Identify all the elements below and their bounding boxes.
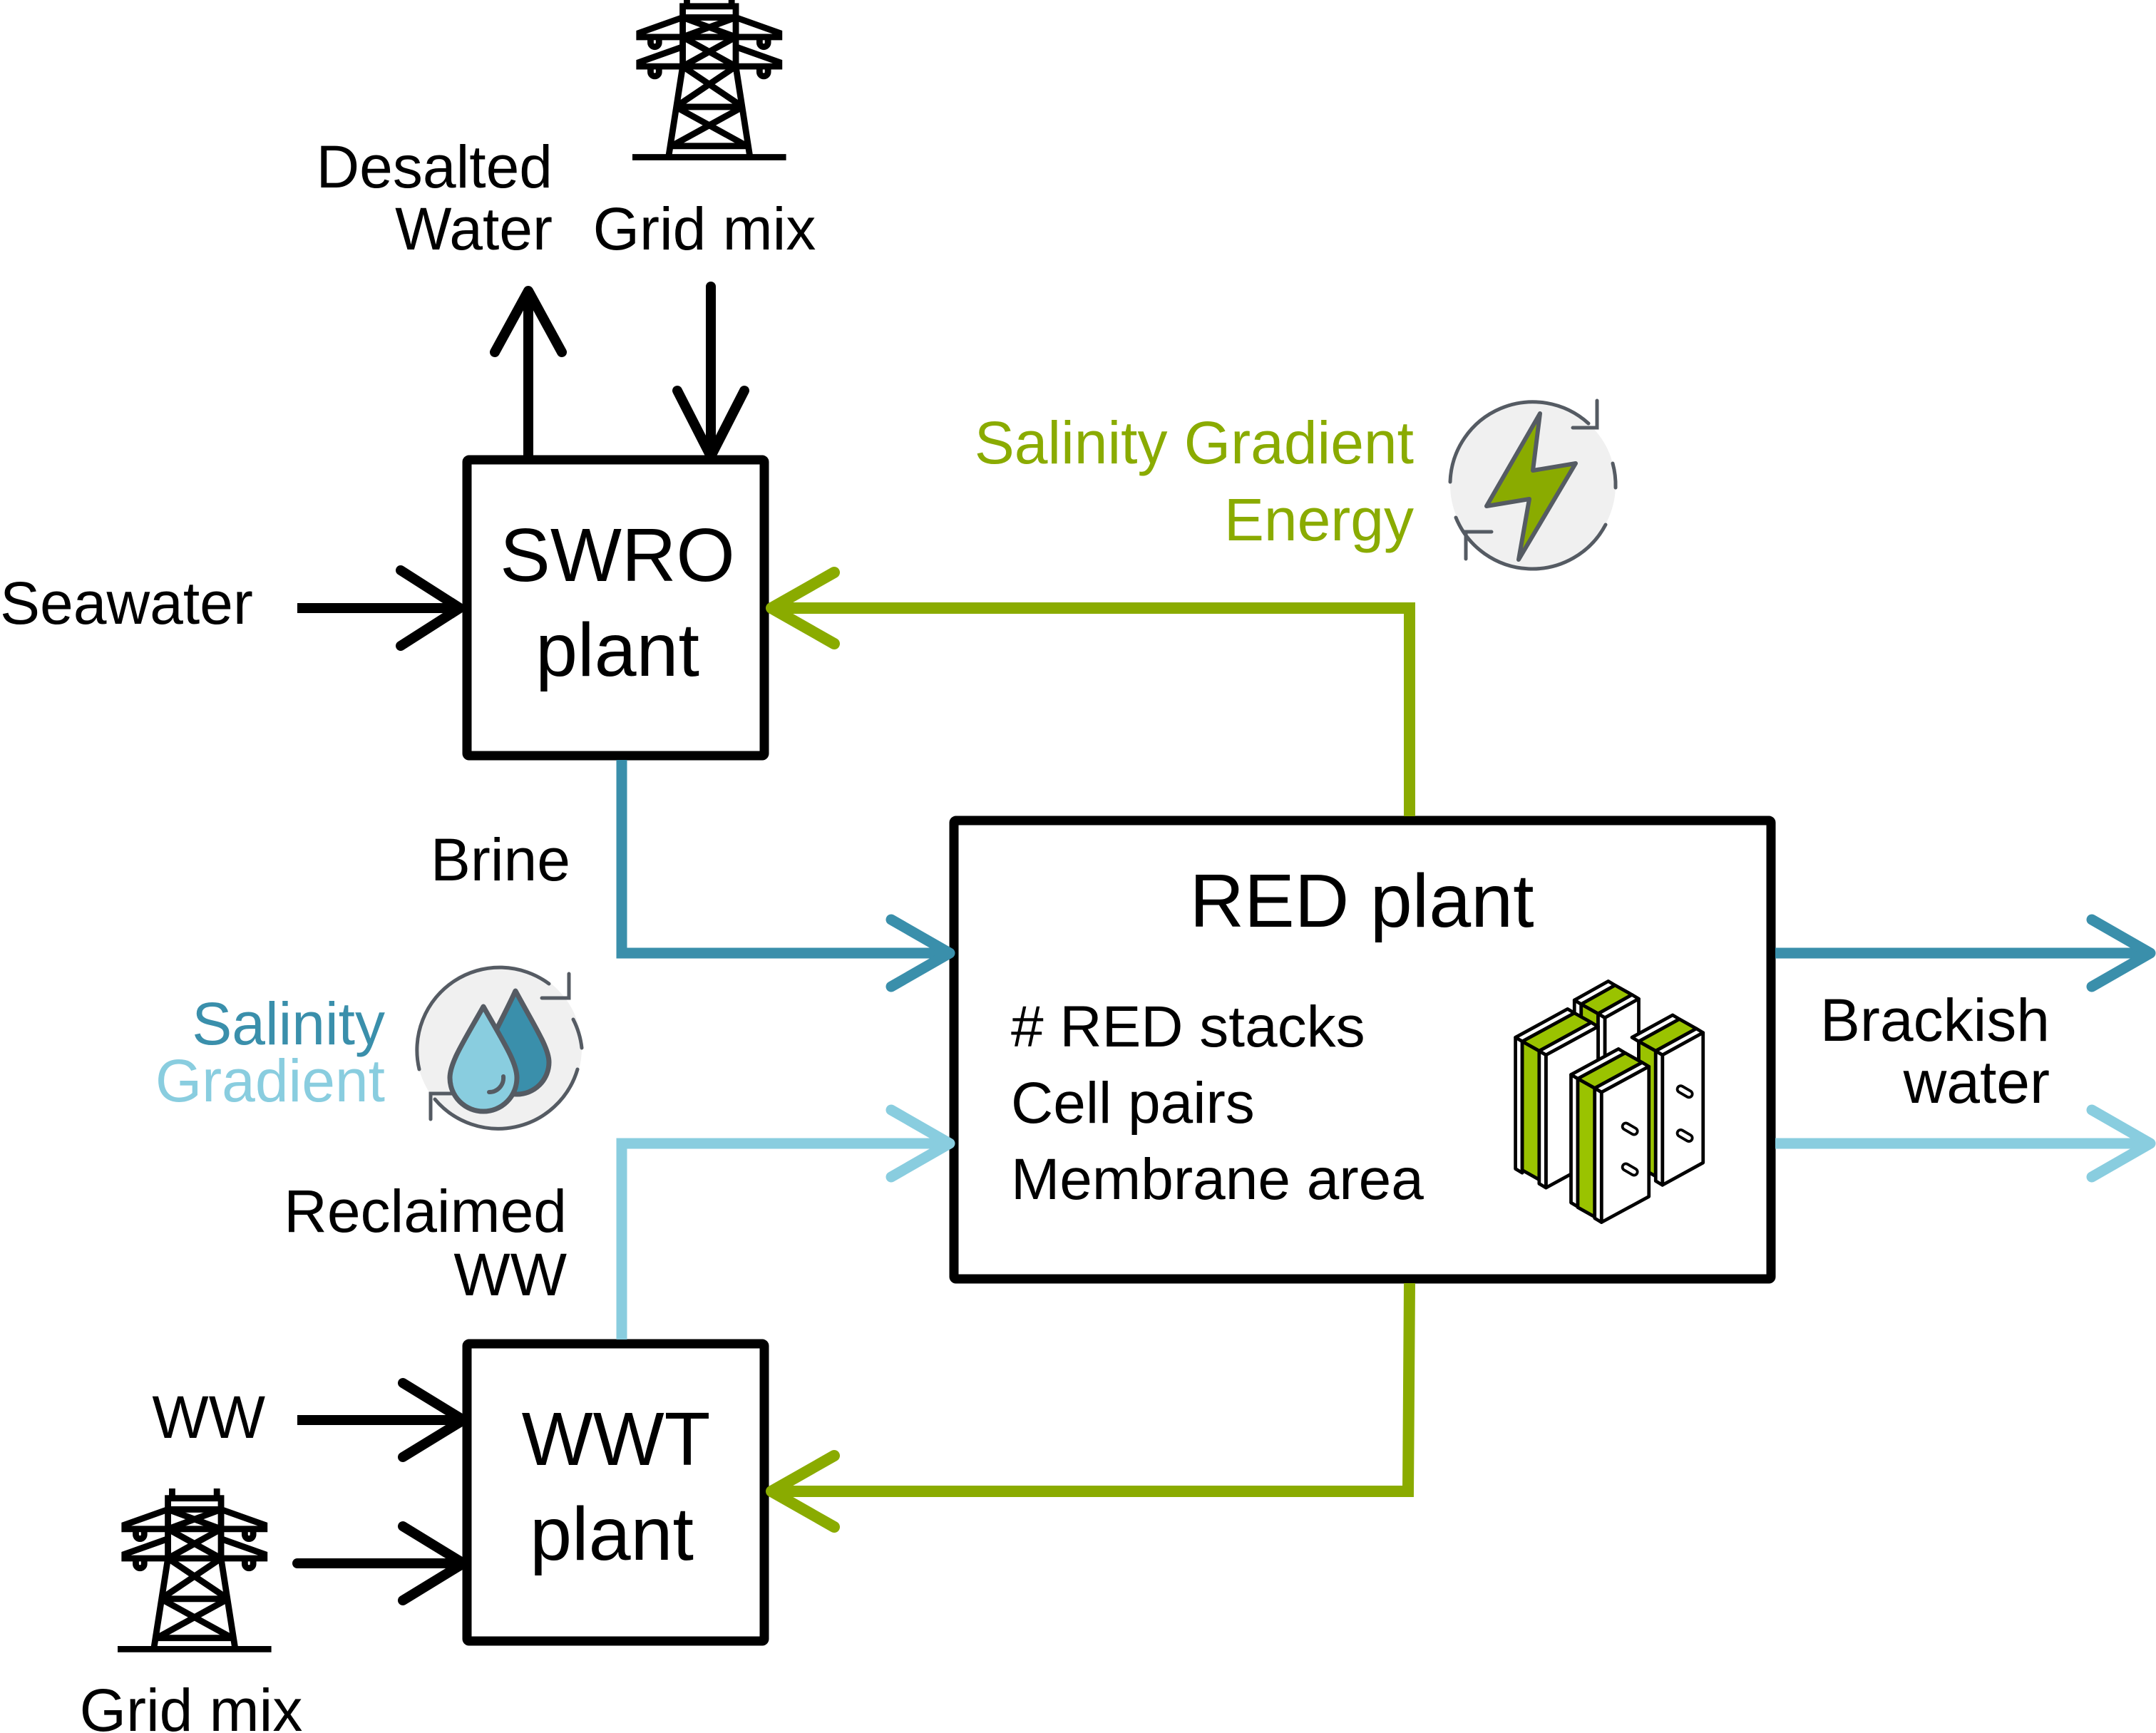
swro-plant-box[interactable]: [462, 455, 769, 761]
wwt-plant-label-line2: plant: [530, 1492, 694, 1576]
grid-mix-bottom-label: Grid mix: [80, 1677, 303, 1733]
lightning-cycle-icon: [1448, 398, 1618, 571]
grid-mix-bottom-arrow: [292, 1521, 468, 1605]
brine-label: Brine: [431, 826, 570, 893]
seawater-arrow: [297, 565, 465, 651]
wwt-plant-label-line1: WWT: [522, 1397, 711, 1481]
brackish-water-label-line2: water: [1903, 1049, 2050, 1116]
brackish-light-arrow: [1775, 1104, 2156, 1183]
red-param-membrane-area: Membrane area: [1011, 1147, 1424, 1212]
reclaimed-ww-label-line2: WW: [453, 1241, 567, 1308]
red-param-stacks: # RED stacks: [1011, 994, 1365, 1059]
power-tower-icon: [118, 1488, 272, 1649]
desalted-water-arrow: [490, 286, 567, 456]
ww-label: WW: [152, 1384, 265, 1451]
brackish-water-label-line1: Brackish: [1820, 987, 2050, 1054]
salinity-gradient-energy-label-line2: Energy: [1224, 486, 1414, 553]
red-param-cell-pairs: Cell pairs: [1011, 1071, 1255, 1136]
red-plant-title: RED plant: [1189, 859, 1534, 943]
grid-mix-top-label: Grid mix: [593, 195, 816, 262]
salinity-gradient-energy-label-line1: Salinity Gradient: [975, 409, 1414, 476]
energy-to-swro-arrow: [766, 567, 1415, 816]
power-tower-icon: [632, 0, 786, 157]
ww-arrow: [297, 1378, 468, 1462]
swro-plant-label-line1: SWRO: [500, 513, 735, 597]
energy-to-wwt-arrow: [766, 1282, 1415, 1533]
reclaimed-ww-label-line1: Reclaimed: [284, 1178, 567, 1245]
salinity-gradient-label-line2: Gradient: [155, 1047, 385, 1114]
seawater-label: Seawater: [0, 570, 253, 637]
wwt-plant-box[interactable]: [462, 1339, 769, 1646]
desalted-water-label-line1: Desalted: [316, 133, 553, 200]
reclaimed-ww-arrow: [616, 1104, 955, 1339]
swro-plant-label-line2: plant: [535, 608, 699, 692]
red-stacks-icon: [1514, 979, 1705, 1224]
brine-arrow: [616, 760, 955, 992]
grid-mix-top-arrow: [672, 282, 749, 461]
brackish-dark-arrow: [1775, 914, 2156, 992]
water-drops-cycle-icon: [415, 965, 584, 1131]
desalted-water-label-line2: Water: [395, 195, 553, 262]
salinity-gradient-label-line1: Salinity: [192, 990, 385, 1057]
